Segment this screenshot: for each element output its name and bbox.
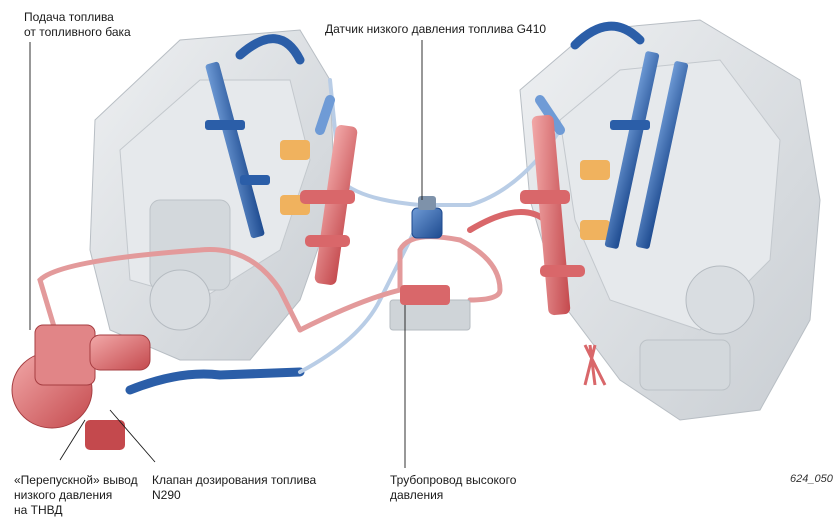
label-bypass-outlet: «Перепускной» вывод низкого давления на … bbox=[14, 473, 138, 518]
label-pipe-line2: давления bbox=[390, 488, 444, 502]
label-valve-line2: N290 bbox=[152, 488, 181, 502]
right-injector-rail bbox=[604, 51, 689, 249]
pressure-sensor-g410 bbox=[411, 196, 443, 239]
figure-number: 624_050 bbox=[790, 473, 833, 485]
label-high-pressure-pipe: Трубопровод высокого давления bbox=[390, 473, 516, 503]
right-cylinder-bank bbox=[519, 19, 821, 421]
right-high-pressure-rail bbox=[520, 114, 607, 386]
label-metering-valve: Клапан дозирования топлива N290 bbox=[152, 473, 316, 503]
leader-lines bbox=[29, 40, 423, 468]
label-valve-line1: Клапан дозирования топлива bbox=[152, 473, 317, 487]
left-injector-rail bbox=[205, 61, 270, 239]
label-bypass-line2: низкого давления bbox=[14, 488, 113, 502]
label-pipe-line1: Трубопровод высокого bbox=[390, 473, 517, 487]
left-high-pressure-rail bbox=[300, 125, 358, 285]
label-bypass-line3: на ТНВД bbox=[14, 503, 63, 517]
low-pressure-lines bbox=[125, 21, 645, 395]
label-fuel-supply-line2: от топливного бака bbox=[24, 25, 131, 39]
left-cylinder-bank bbox=[89, 29, 336, 361]
high-pressure-pump bbox=[11, 324, 151, 450]
label-bypass-line1: «Перепускной» вывод bbox=[14, 473, 138, 487]
label-fuel-supply: Подача топлива от топливного бака bbox=[24, 10, 131, 40]
label-fuel-supply-line1: Подача топлива bbox=[24, 10, 114, 24]
center-fitting bbox=[400, 285, 450, 305]
label-sensor-g410: Датчик низкого давления топлива G410 bbox=[325, 22, 547, 36]
